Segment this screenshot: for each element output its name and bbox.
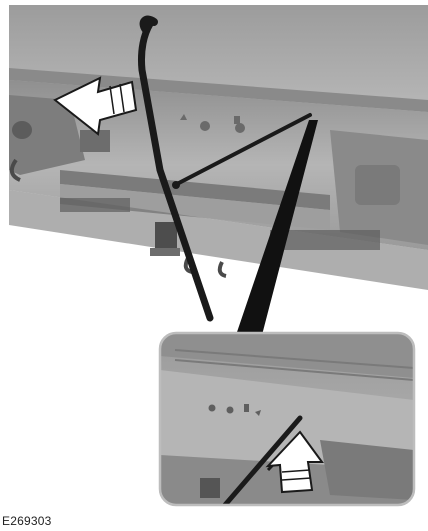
bumper-step [60, 170, 330, 210]
inset-border [158, 331, 416, 507]
detail-inset [158, 331, 416, 507]
jack-handle-tool-icon [138, 15, 312, 322]
direction-arrow-icon [53, 76, 138, 136]
tailgate-lock-icon [180, 114, 245, 133]
main-scene [9, 5, 428, 335]
tailgate-crease [9, 68, 428, 112]
left-bumper-corner [9, 95, 85, 175]
insert-arrow-icon [265, 430, 324, 494]
figure-id-label: E269303 [2, 514, 52, 528]
callout-pointer [236, 120, 318, 335]
hitch-receiver-icon [150, 222, 180, 256]
